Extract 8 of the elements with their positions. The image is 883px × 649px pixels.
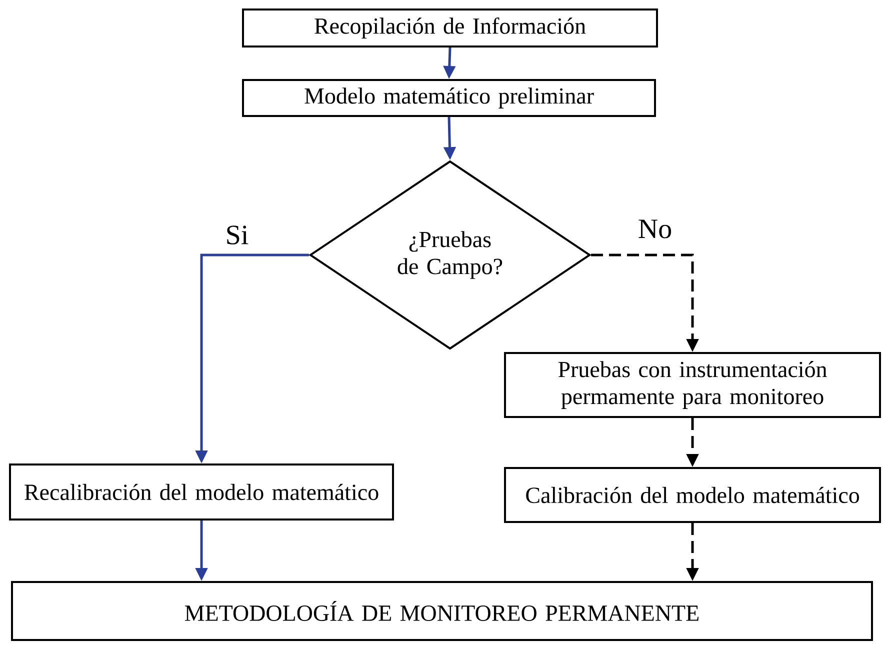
- process-box: Calibración del modelo matemático: [504, 467, 881, 523]
- edge-label: Si: [224, 224, 250, 246]
- process-box: Pruebas con instrumentación permamente para monitoreo: [504, 352, 881, 418]
- edge-label: No: [636, 218, 674, 240]
- process-box: Recopilación de Información: [242, 8, 658, 48]
- process-box: Recalibración del modelo matemático: [9, 464, 394, 520]
- result-box: METODOLOGÍA DE MONITOREO PERMANENTE: [11, 581, 873, 641]
- process-box: Modelo matemático preliminar: [242, 79, 656, 117]
